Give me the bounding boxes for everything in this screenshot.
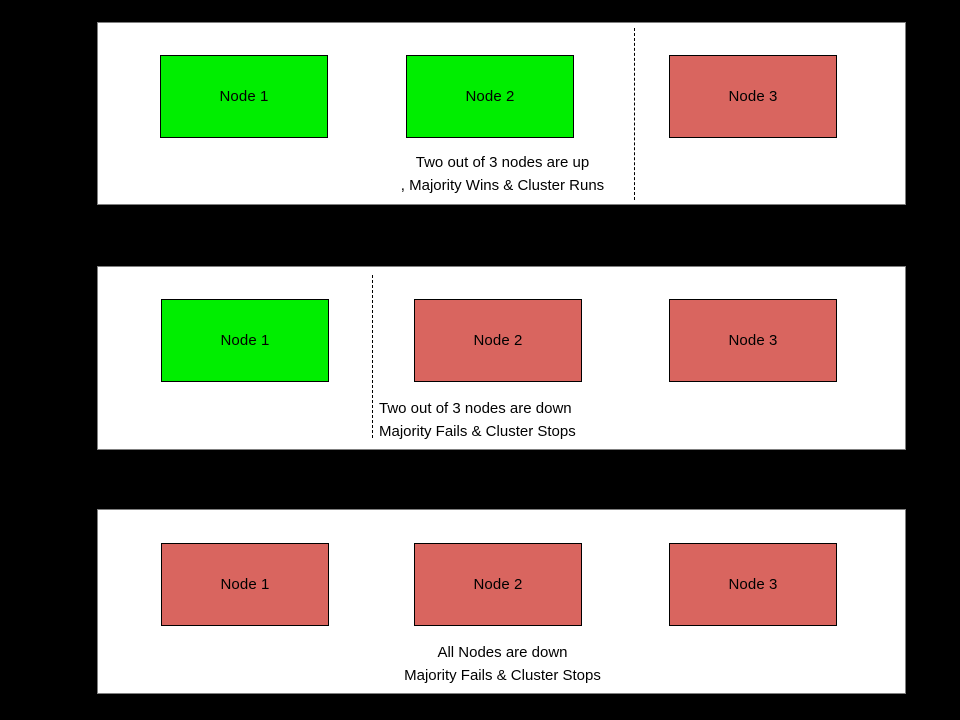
- panel1-caption-line-1: Two out of 3 nodes are up: [415, 154, 590, 171]
- node-box-panel3-node3[interactable]: Node 3: [669, 543, 837, 626]
- panel3-caption: All Nodes are down Majority Fails & Clus…: [98, 641, 907, 687]
- node-label: Node 3: [728, 88, 778, 105]
- panel3-caption-line-2: Majority Fails & Cluster Stops: [404, 667, 601, 684]
- quorum-divider-line-panel1: [634, 28, 635, 200]
- node-label: Node 1: [220, 576, 270, 593]
- quorum-divider-line-panel2: [372, 275, 373, 438]
- node-label: Node 2: [473, 332, 523, 349]
- node-label: Node 1: [220, 332, 270, 349]
- node-box-panel2-node2[interactable]: Node 2: [414, 299, 582, 382]
- scenario-panel-majority-up: Node 1 Node 2 Node 3 Two out of 3 nodes …: [97, 22, 906, 205]
- node-box-panel1-node3[interactable]: Node 3: [669, 55, 837, 138]
- panel2-caption-line-1: Two out of 3 nodes are down: [379, 400, 572, 417]
- node-label: Node 2: [473, 576, 523, 593]
- node-box-panel1-node1[interactable]: Node 1: [160, 55, 328, 138]
- panel1-caption: Two out of 3 nodes are up , Majority Win…: [98, 151, 907, 197]
- node-box-panel2-node1[interactable]: Node 1: [161, 299, 329, 382]
- scenario-panel-all-down: Node 1 Node 2 Node 3 All Nodes are down …: [97, 509, 906, 694]
- node-box-panel3-node1[interactable]: Node 1: [161, 543, 329, 626]
- panel1-caption-line-2: , Majority Wins & Cluster Runs: [400, 177, 605, 194]
- panel2-caption-line-2: Majority Fails & Cluster Stops: [379, 423, 576, 440]
- node-label: Node 3: [728, 332, 778, 349]
- node-box-panel1-node2[interactable]: Node 2: [406, 55, 574, 138]
- panel3-caption-line-1: All Nodes are down: [437, 644, 568, 661]
- node-box-panel3-node2[interactable]: Node 2: [414, 543, 582, 626]
- node-label: Node 2: [465, 88, 515, 105]
- scenario-panel-majority-down: Node 1 Node 2 Node 3 Two out of 3 nodes …: [97, 266, 906, 450]
- panel2-caption: Two out of 3 nodes are down Majority Fai…: [379, 397, 576, 443]
- node-label: Node 3: [728, 576, 778, 593]
- node-box-panel2-node3[interactable]: Node 3: [669, 299, 837, 382]
- node-label: Node 1: [219, 88, 269, 105]
